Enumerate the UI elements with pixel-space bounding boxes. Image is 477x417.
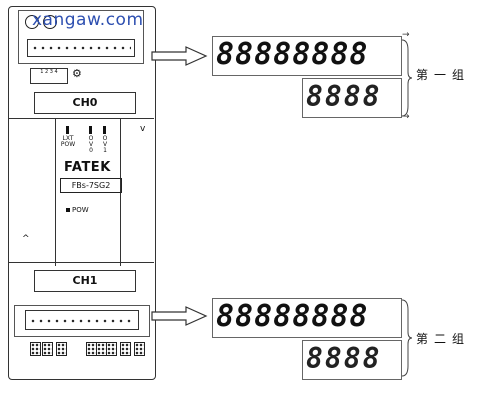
dip-switch: 1 2 3 4 — [30, 68, 68, 84]
brand-label: FATEK — [64, 160, 111, 175]
display-8-digit — [212, 298, 402, 338]
brace-icon — [401, 299, 412, 377]
display-4-digit — [302, 78, 402, 118]
display-8-digit — [212, 36, 402, 76]
pow-label: POW — [72, 206, 89, 214]
connector-pins — [29, 317, 135, 325]
led-indicator — [103, 126, 106, 134]
led-label-bottom: 0 — [89, 147, 93, 154]
connector-socket — [27, 39, 135, 57]
divider — [9, 118, 154, 119]
model-label: FBs-7SG2 — [60, 178, 122, 193]
led-label-top: LXT — [62, 135, 74, 142]
led-label: O V 1 — [102, 136, 108, 154]
logo-ring-icon — [43, 15, 57, 29]
terminal — [56, 342, 67, 356]
arrow-right-icon — [151, 46, 208, 66]
group-label: 第二组 — [416, 332, 471, 346]
watermark: xangaw.com — [32, 10, 144, 30]
led-label-bottom: 1 — [103, 147, 107, 154]
seven-segment-row: 88888888 — [216, 300, 369, 334]
sixteen-segment-digits: 8888 — [306, 80, 382, 113]
bracket-icon: → — [402, 30, 410, 40]
led-label-top: O — [88, 135, 94, 142]
sixteen-segment-row: 8888 — [306, 343, 381, 375]
connector-pins — [31, 44, 131, 52]
pow-led — [66, 208, 70, 212]
led-label: LXT POW — [60, 136, 76, 148]
connector-socket — [25, 310, 139, 330]
group-label: 第一组 — [416, 68, 471, 82]
led-label-top: V — [88, 141, 94, 148]
terminal — [134, 342, 145, 356]
seven-segment-digits: 88888888 — [216, 299, 369, 334]
led-label: O V 0 — [88, 136, 94, 154]
caret-up-icon: ^ — [22, 234, 30, 244]
terminal — [106, 342, 117, 356]
terminal — [120, 342, 131, 356]
top-connector — [18, 10, 144, 64]
seven-segment-row: 88888888 — [216, 38, 369, 72]
led-indicator — [66, 126, 69, 134]
divider — [55, 118, 56, 266]
gear-icon: ⚙ — [72, 67, 82, 80]
arrow-right-icon — [151, 306, 208, 326]
ch1-label: CH1 — [34, 270, 136, 292]
terminal — [30, 342, 41, 356]
led-label-top: V — [102, 141, 108, 148]
logo-ring-icon — [25, 15, 39, 29]
ch0-label: CH0 — [34, 92, 136, 114]
led-label-bottom: POW — [60, 141, 76, 148]
bracket-icon: → — [402, 112, 410, 122]
sixteen-segment-row: 8888 — [306, 81, 381, 113]
led-indicator — [89, 126, 92, 134]
display-4-digit — [302, 340, 402, 380]
seven-segment-digits: 88888888 — [216, 37, 369, 72]
divider — [9, 262, 154, 263]
bottom-connector — [14, 305, 150, 337]
terminal — [42, 342, 53, 356]
caret-down-icon: v — [140, 124, 146, 134]
brace-icon — [401, 39, 412, 117]
led-label-top: O — [102, 135, 108, 142]
sixteen-segment-digits: 8888 — [306, 342, 382, 375]
